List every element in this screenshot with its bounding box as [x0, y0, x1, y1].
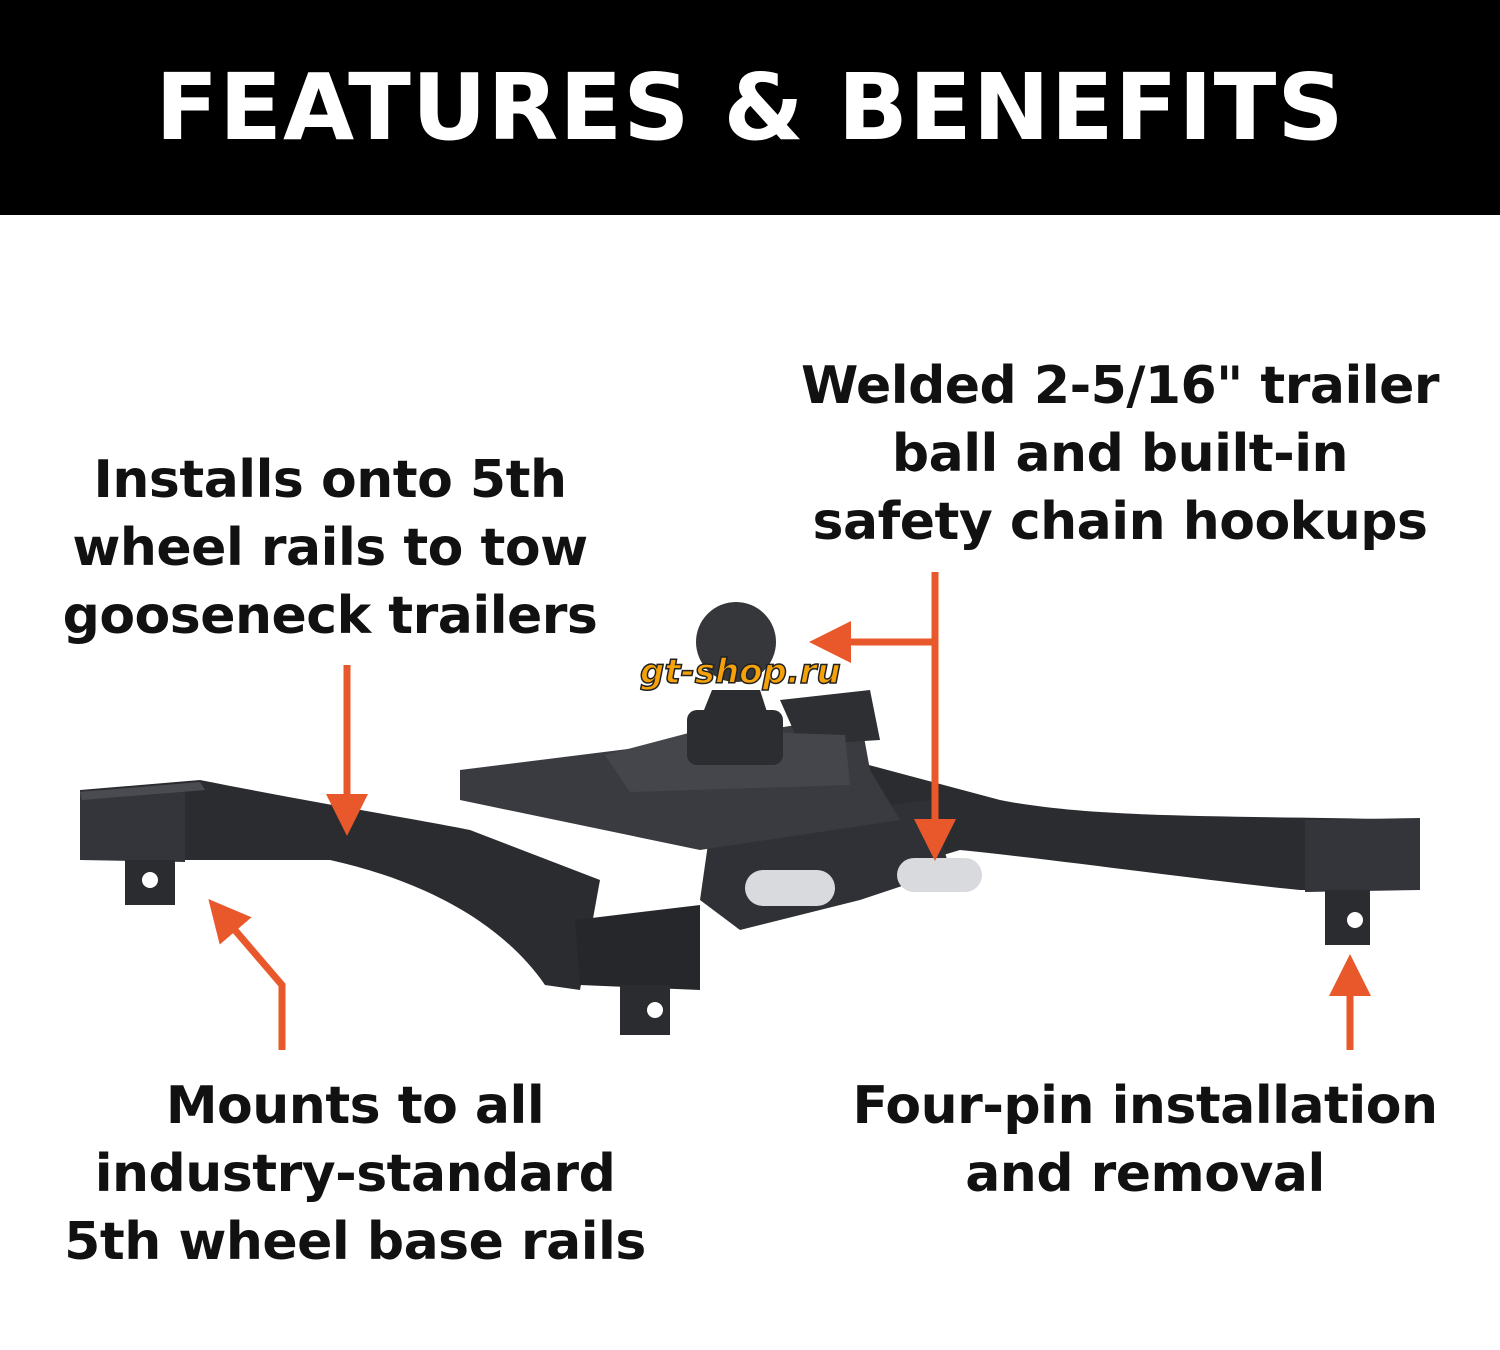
callout-line: Mounts to all	[165, 1076, 545, 1136]
watermark-logo: gt-shop.ru	[639, 651, 841, 693]
header-banner: FEATURES & BENEFITS	[0, 0, 1500, 215]
arrow-mounts	[208, 899, 286, 1050]
callout-arrows	[208, 572, 1371, 1050]
callout-installs: Installs onto 5th wheel rails to tow goo…	[30, 446, 630, 650]
callout-welded: Welded 2-5/16" trailer ball and built-in…	[790, 352, 1450, 556]
callout-line: Welded 2-5/16" trailer	[800, 356, 1440, 416]
callout-line: Installs onto 5th	[93, 450, 567, 510]
callout-four-pin: Four-pin installation and removal	[820, 1072, 1470, 1208]
callout-line: Four-pin installation	[852, 1076, 1438, 1136]
callout-line: gooseneck trailers	[62, 586, 598, 646]
callout-line: safety chain hookups	[812, 492, 1428, 552]
callout-line: and removal	[965, 1144, 1325, 1204]
callout-line: 5th wheel base rails	[64, 1212, 646, 1272]
callout-line: industry-standard	[94, 1144, 616, 1204]
callout-mounts: Mounts to all industry-standard 5th whee…	[30, 1072, 680, 1276]
page-title: FEATURES & BENEFITS	[155, 54, 1345, 161]
gooseneck-hitch	[80, 602, 1420, 1035]
callout-line: ball and built-in	[891, 424, 1349, 484]
callout-line: wheel rails to tow	[72, 518, 588, 578]
